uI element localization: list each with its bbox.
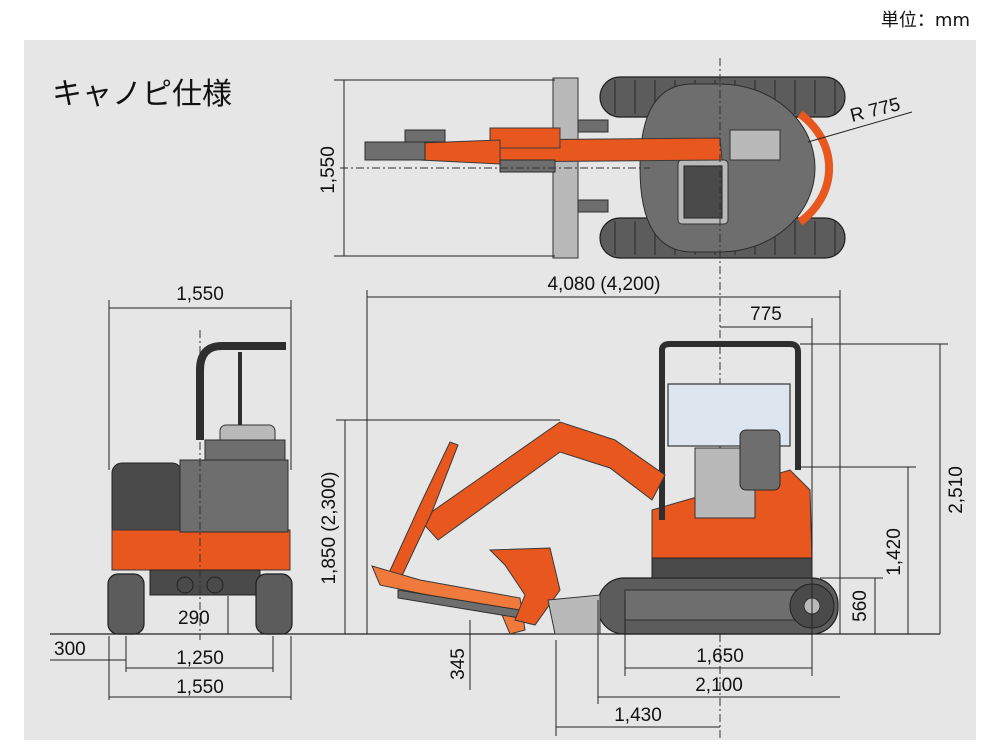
dim-track-length: 2,100	[597, 600, 840, 704]
svg-text:775: 775	[750, 304, 782, 325]
svg-text:1,430: 1,430	[614, 705, 662, 726]
dim-top-width: 1,550	[318, 79, 555, 257]
svg-text:1,650: 1,650	[696, 646, 744, 667]
svg-text:2,100: 2,100	[695, 675, 743, 696]
svg-text:345: 345	[448, 648, 469, 680]
svg-text:1,550: 1,550	[176, 677, 224, 698]
dim-tumbler-distance: 1,650	[624, 600, 813, 676]
svg-text:2,510: 2,510	[946, 466, 967, 514]
svg-text:1,850 (2,300): 1,850 (2,300)	[319, 471, 340, 584]
svg-text:300: 300	[54, 639, 86, 660]
svg-text:290: 290	[178, 608, 210, 629]
dim-front-reach: 1,430	[555, 640, 720, 736]
dim-boom-height: 1,850 (2,300)	[319, 419, 560, 634]
svg-text:4,080 (4,200): 4,080 (4,200)	[547, 274, 660, 295]
dim-counterweight-height: 1,420	[800, 466, 916, 634]
page-title: キャノピ仕様	[52, 77, 232, 112]
dim-blade-drop: 345	[448, 620, 478, 690]
front-view	[107, 342, 293, 635]
dim-rear-overhang: 775	[720, 304, 813, 600]
dim-track-width: 1,550	[109, 636, 292, 700]
dim-overall-length: 4,080 (4,200)	[366, 274, 841, 634]
svg-text:560: 560	[850, 590, 871, 622]
unit-label: 単位：mm	[881, 10, 970, 31]
dim-track-gauge: 1,250	[126, 636, 274, 672]
svg-text:1,250: 1,250	[176, 648, 224, 669]
svg-text:1,420: 1,420	[884, 528, 905, 576]
top-view	[364, 76, 846, 259]
dim-overall-height: 2,510	[800, 343, 967, 634]
dim-front-width: 1,550	[108, 284, 292, 470]
dim-ground-clearance: 290	[178, 596, 229, 634]
side-view	[371, 341, 839, 635]
dim-track-height: 560	[820, 577, 883, 634]
svg-text:1,550: 1,550	[318, 146, 339, 194]
dim-blade-offset: 300	[50, 636, 127, 700]
svg-text:1,550: 1,550	[176, 284, 224, 305]
